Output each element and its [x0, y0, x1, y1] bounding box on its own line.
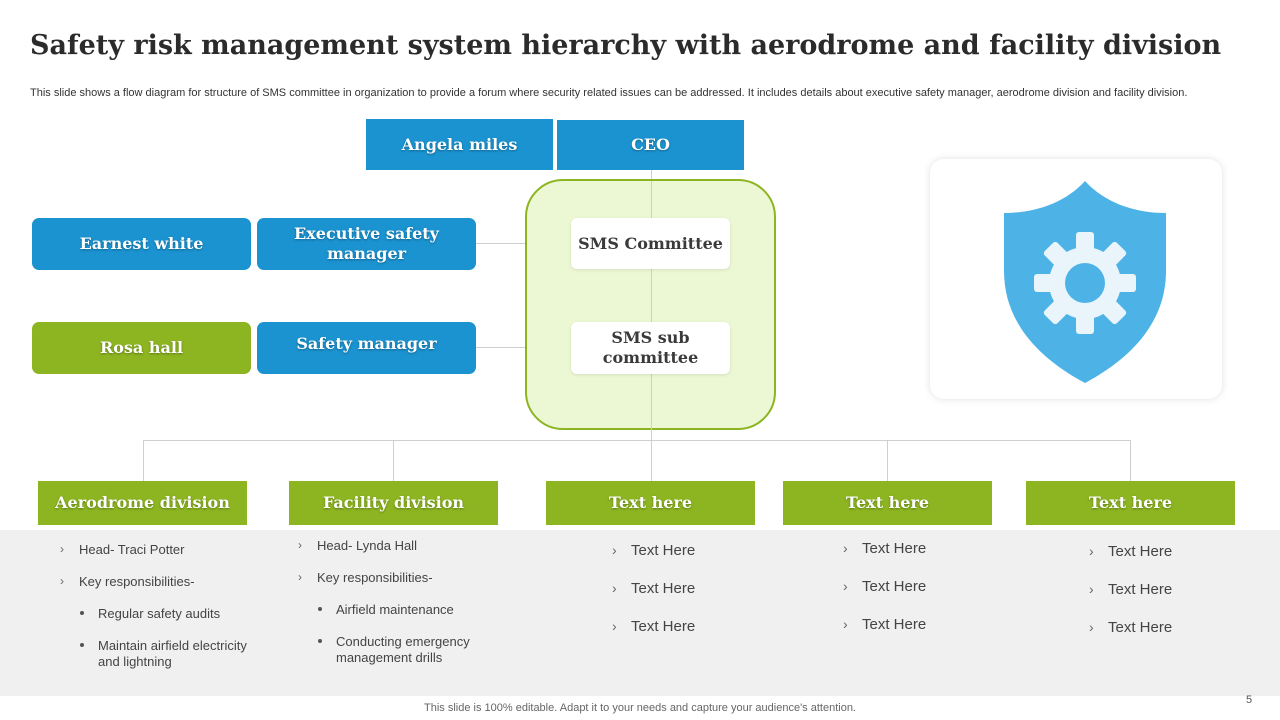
chevron-right-icon: › [843, 578, 848, 594]
division-header-4: Text here [783, 481, 992, 525]
chevron-right-icon: › [298, 538, 302, 552]
earnest-white-box: Earnest white [32, 218, 251, 270]
list-item: Text Here [862, 616, 927, 633]
list-item: Text Here [862, 540, 927, 557]
chevron-right-icon: › [298, 570, 302, 584]
bullet-dot-icon [318, 607, 322, 611]
connector-drop-1 [143, 440, 144, 481]
list-item: Text Here [862, 578, 927, 595]
safety-manager-box: Safety manager [257, 322, 476, 374]
sms-committee-box: SMS Committee [571, 218, 730, 269]
list-item: Head- Lynda Hall [317, 538, 417, 553]
shield-gear-icon [1004, 181, 1166, 383]
list-sub-item: Conducting emergency management drills [336, 634, 470, 665]
list-item: Text Here [631, 580, 696, 597]
division-header-3: Text here [546, 481, 755, 525]
footer-note: This slide is 100% editable. Adapt it to… [424, 702, 856, 714]
connector-drop-3 [651, 440, 652, 481]
slide-subtitle: This slide shows a flow diagram for stru… [30, 87, 1188, 99]
shield-card [930, 159, 1222, 399]
connector-drop-2 [393, 440, 394, 481]
bullet-dot-icon [318, 639, 322, 643]
chevron-right-icon: › [60, 574, 64, 588]
list-item: Text Here [1108, 619, 1173, 636]
list-item: Text Here [1108, 543, 1173, 560]
chevron-right-icon: › [1089, 581, 1094, 597]
list-item: Text Here [1108, 581, 1173, 598]
chevron-right-icon: › [843, 616, 848, 632]
connector-drop-4 [887, 440, 888, 481]
chevron-right-icon: › [612, 618, 617, 634]
connector-safety-to-sub [476, 347, 571, 348]
list-item: Head- Traci Potter [79, 542, 185, 557]
connector-horizontal-bus [143, 440, 1131, 441]
list-item: Key responsibilities- [79, 574, 195, 589]
list-item: Text Here [631, 542, 696, 559]
division-header-5: Text here [1026, 481, 1235, 525]
chevron-right-icon: › [843, 540, 848, 556]
chevron-right-icon: › [612, 542, 617, 558]
angela-miles-box: Angela miles [366, 119, 553, 170]
bullet-dot-icon [80, 643, 84, 647]
chevron-right-icon: › [60, 542, 64, 556]
connector-vertical-panel [651, 181, 652, 440]
sms-sub-committee-box: SMS sub committee [571, 322, 730, 374]
chevron-right-icon: › [1089, 619, 1094, 635]
list-item: Key responsibilities- [317, 570, 433, 585]
chevron-right-icon: › [612, 580, 617, 596]
division-header-facility: Facility division [289, 481, 498, 525]
list-item: Text Here [631, 618, 696, 635]
executive-safety-manager-box: Executive safety manager [257, 218, 476, 270]
connector-drop-5 [1130, 440, 1131, 481]
chevron-right-icon: › [1089, 543, 1094, 559]
list-sub-item: Regular safety audits [98, 606, 221, 621]
bullet-dot-icon [80, 611, 84, 615]
connector-exec-to-committee [476, 243, 571, 244]
division-header-aerodrome: Aerodrome division [38, 481, 247, 525]
rosa-hall-box: Rosa hall [32, 322, 251, 374]
list-sub-item: Airfield maintenance [336, 602, 454, 617]
ceo-box: CEO [557, 120, 744, 170]
slide-title: Safety risk management system hierarchy … [30, 30, 1222, 61]
details-band [0, 530, 1280, 696]
list-sub-item: Maintain airfield electricity and lightn… [98, 638, 247, 669]
page-number: 5 [1246, 694, 1253, 706]
